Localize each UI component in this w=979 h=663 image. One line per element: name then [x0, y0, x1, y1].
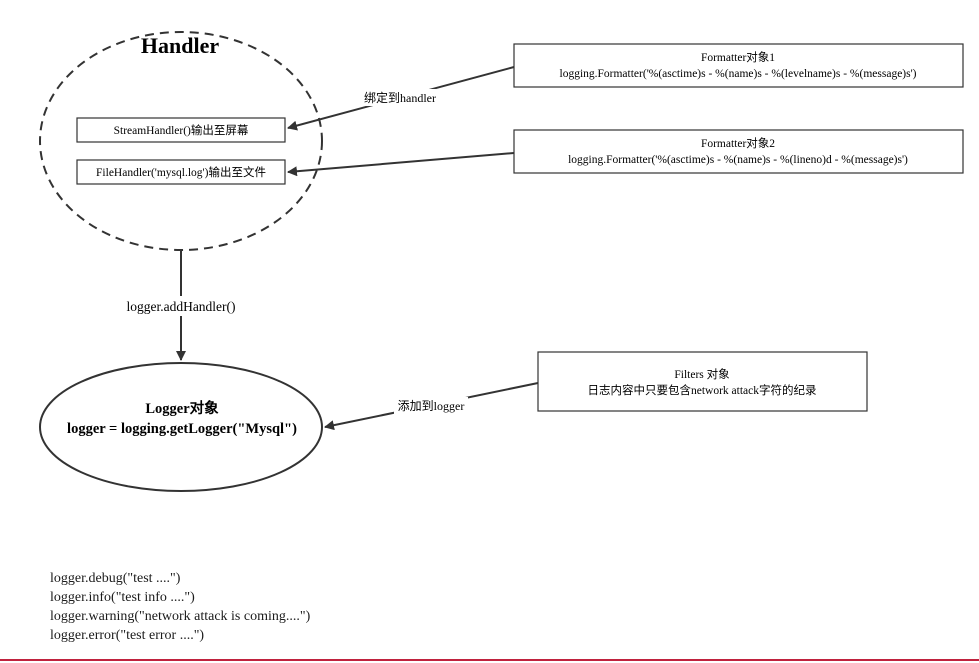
file-handler-label: FileHandler('mysql.log')输出至文件	[96, 165, 266, 179]
filters-title: Filters 对象	[674, 367, 729, 381]
add-to-logger-label-bg	[394, 397, 468, 414]
stream-handler-label: StreamHandler()输出至屏幕	[114, 123, 249, 137]
bind-label-bg	[360, 89, 440, 106]
filters-body: 日志内容中只要包含network attack字符的纪录	[587, 383, 816, 397]
handler-title: Handler	[141, 33, 219, 58]
code-line-info: logger.info("test info ....")	[50, 590, 195, 605]
usage-code-block: logger.debug("test ....") logger.info("t…	[50, 569, 310, 645]
add-to-logger-label: 添加到logger	[398, 399, 465, 413]
formatter1-title: Formatter对象1	[701, 50, 775, 64]
formatter2-box	[513, 129, 964, 174]
logger-ellipse	[39, 362, 323, 492]
add-handler-label: logger.addHandler()	[126, 299, 235, 314]
formatter1-box	[513, 43, 964, 88]
formatter2-title: Formatter对象2	[701, 136, 775, 150]
logger-code: logger = logging.getLogger("Mysql")	[67, 421, 297, 437]
file-handler-box	[76, 159, 286, 185]
stream-handler-box	[76, 117, 286, 143]
code-line-warning: logger.warning("network attack is coming…	[50, 609, 311, 624]
formatter2-body: logging.Formatter('%(asctime)s - %(name)…	[568, 154, 908, 166]
code-line-debug: logger.debug("test ....")	[50, 571, 181, 586]
add-handler-label-bg	[112, 296, 248, 316]
bottom-rule	[0, 659, 979, 661]
arrow-formatter2-to-file	[287, 152, 515, 177]
formatter1-body: logging.Formatter('%(asctime)s - %(name)…	[560, 68, 917, 80]
logger-title: Logger对象	[145, 399, 219, 417]
filters-box	[537, 351, 868, 412]
code-line-error: logger.error("test error ....")	[50, 628, 205, 643]
bind-label: 绑定到handler	[364, 90, 436, 105]
